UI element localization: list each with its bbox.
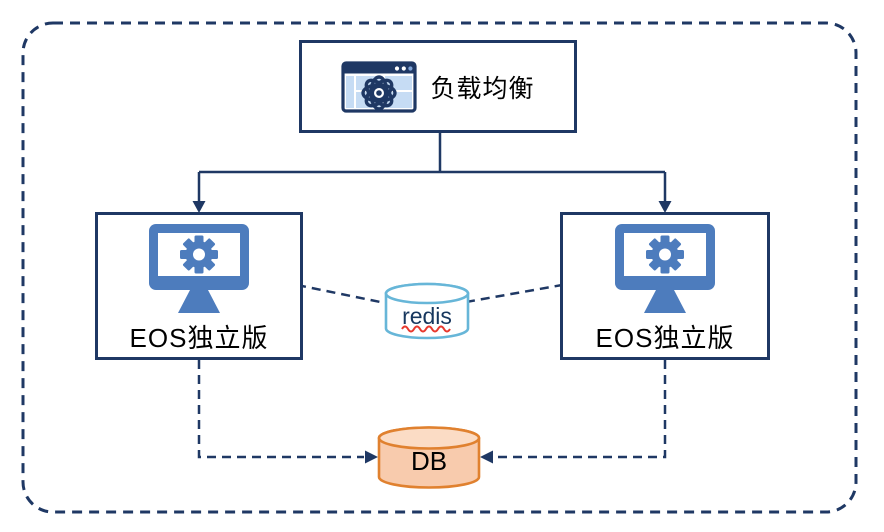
redis-cylinder: redis: [384, 282, 470, 340]
connector-eos-left-db: [197, 360, 364, 459]
monitor-gear-icon: [149, 224, 249, 313]
connector-eos-right-db: [494, 360, 667, 459]
redis-wavy-underline: [401, 325, 451, 333]
load-balancer-label: 负载均衡: [430, 74, 535, 103]
arrowhead-db-right: [480, 450, 493, 464]
monitor-gear-icon: [615, 224, 715, 313]
arrowhead-eos-left: [192, 201, 206, 213]
arrowhead-db-left: [365, 450, 378, 464]
load-balancer-node: 负载均衡: [299, 40, 577, 133]
db-label: DB: [411, 446, 447, 476]
eos-right-label: EOS独立版: [595, 323, 735, 353]
db-node: DB: [376, 425, 482, 492]
eos-left-node: EOS独立版: [95, 212, 303, 360]
redis-label: redis: [402, 303, 452, 329]
connector-lb-to-eos: [197, 133, 667, 201]
eos-right-node: EOS独立版: [560, 212, 770, 360]
browser-window-atom-icon: [341, 60, 418, 113]
db-cylinder: DB: [377, 426, 481, 489]
eos-left-label: EOS独立版: [129, 323, 269, 353]
redis-node: redis: [384, 282, 470, 340]
outer-dashed-boundary: [21, 21, 858, 514]
arrowhead-eos-right: [658, 201, 672, 213]
